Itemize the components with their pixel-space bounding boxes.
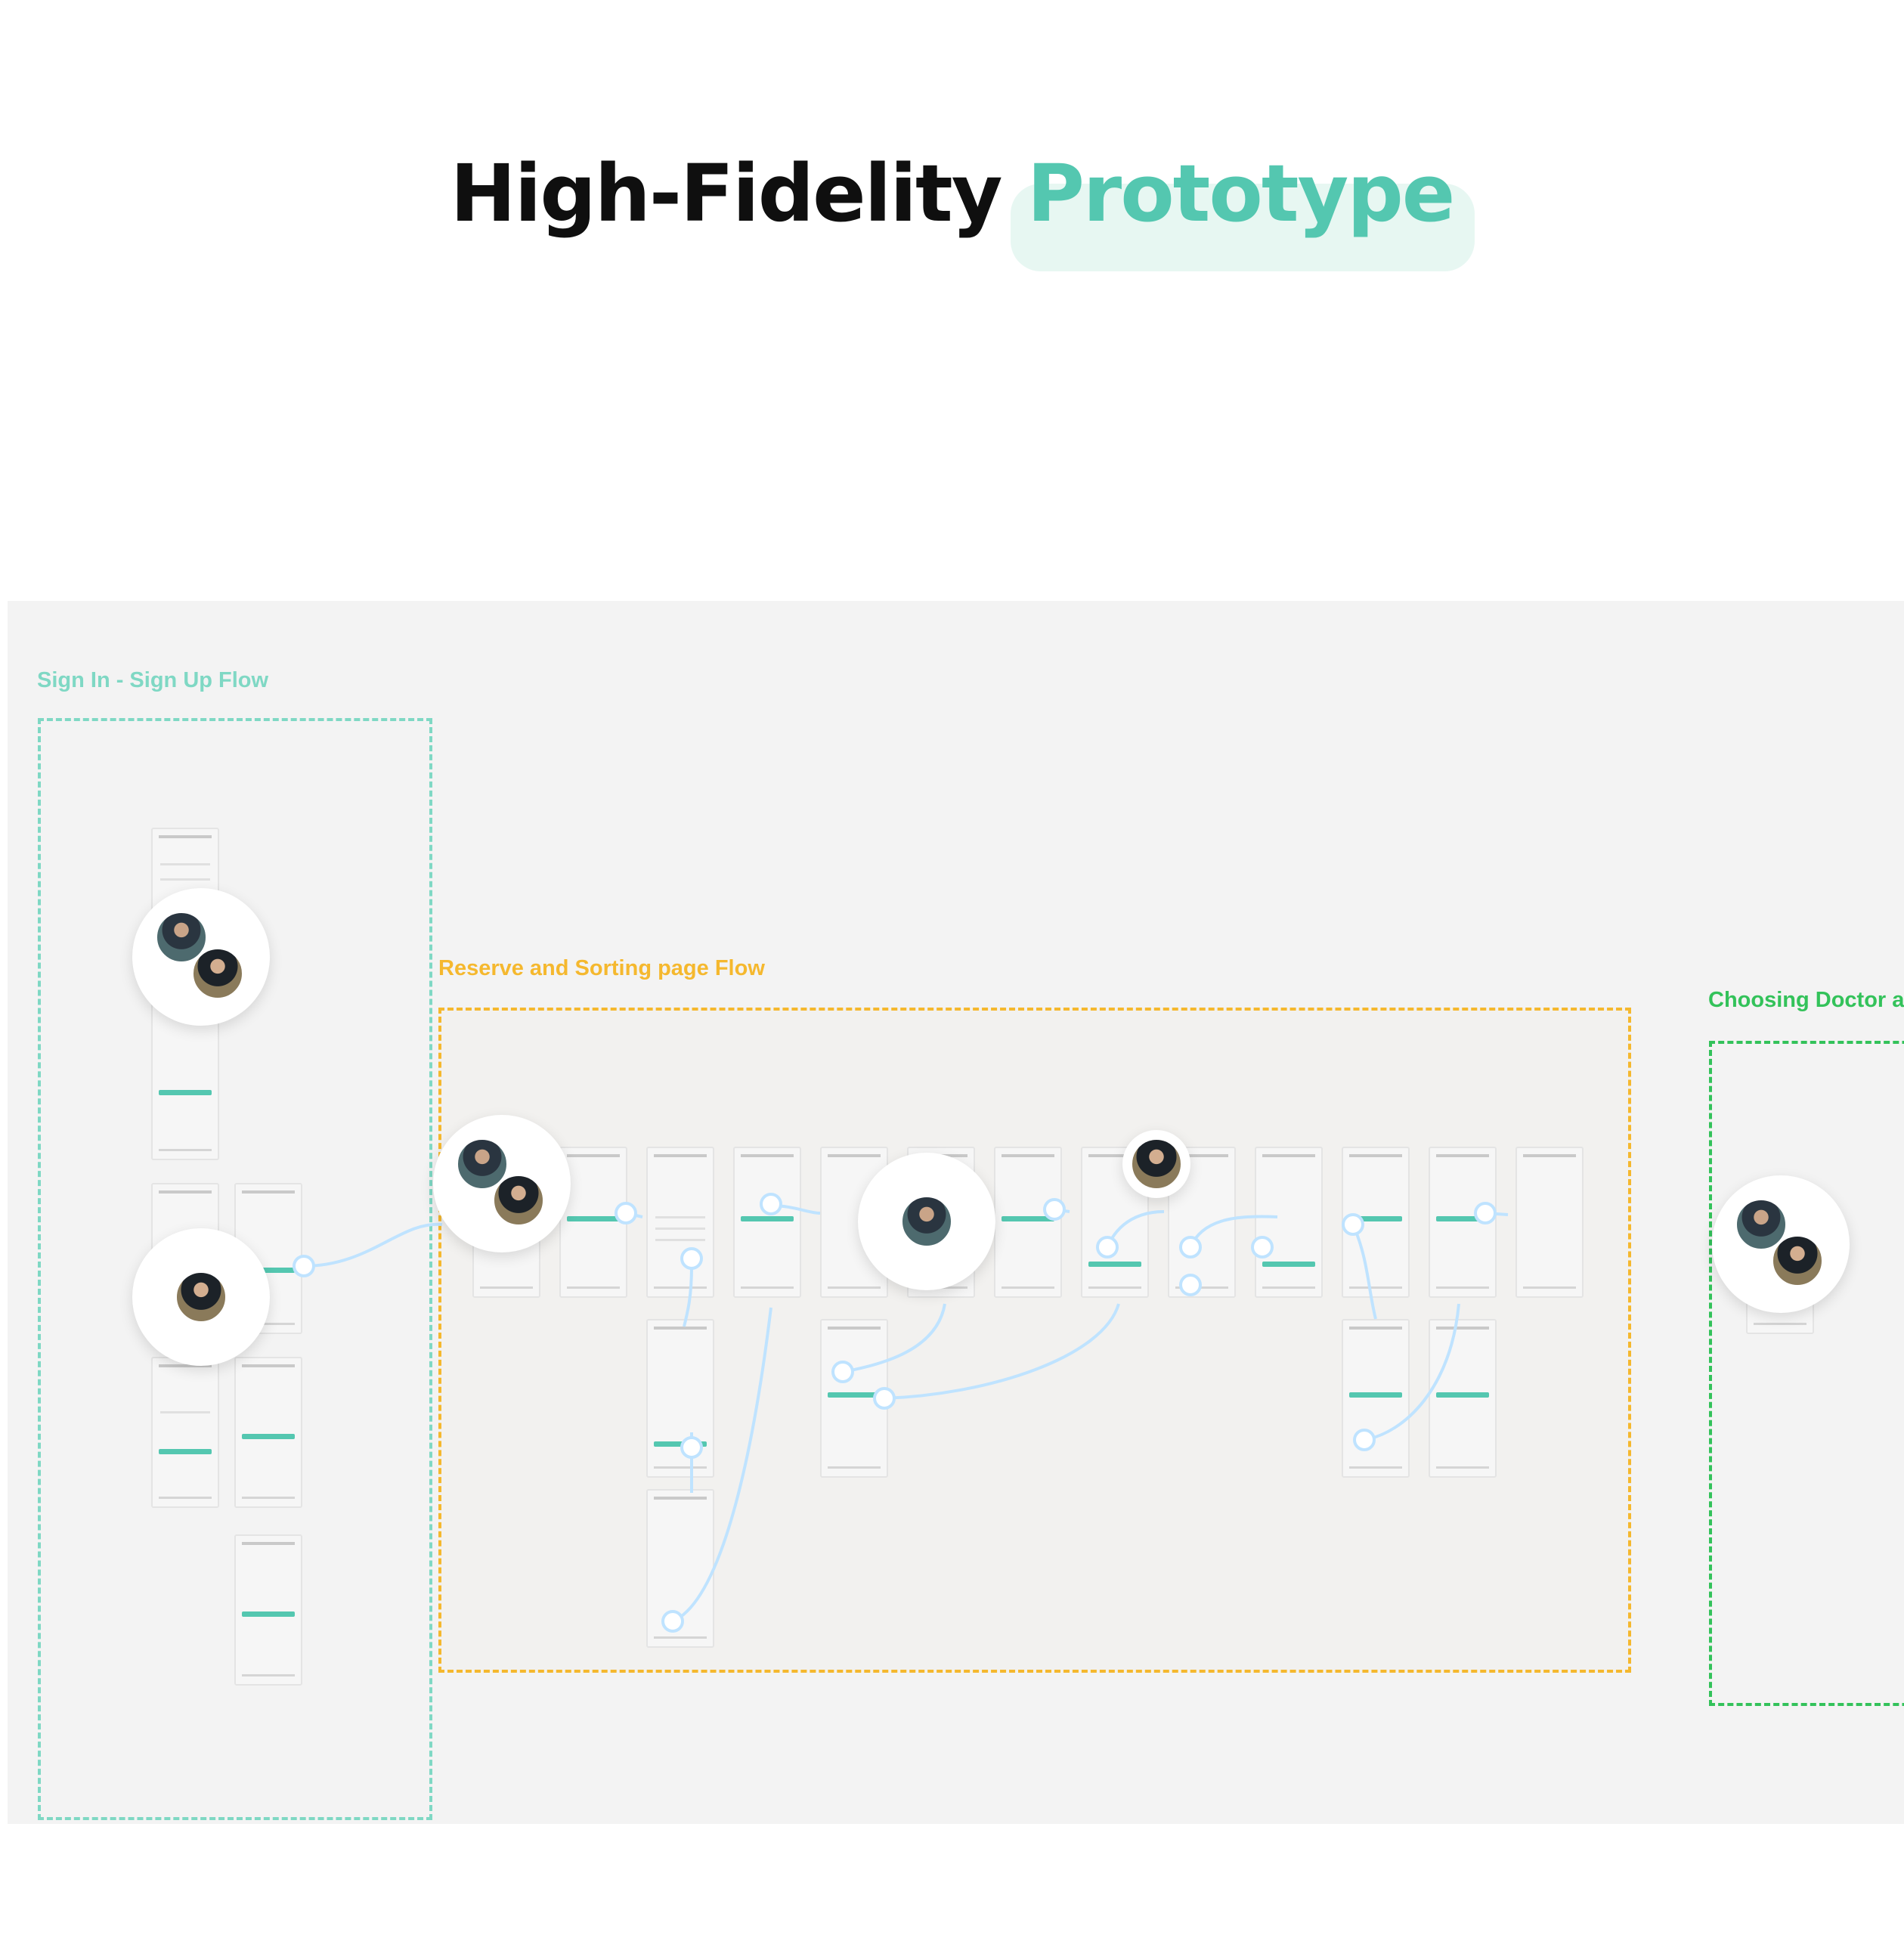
- screen-signin-5[interactable]: [234, 1357, 302, 1508]
- signin-flow-label: Sign In - Sign Up Flow: [37, 668, 269, 692]
- link-11: [1351, 1224, 1377, 1320]
- user-avatar-icon: [492, 1174, 545, 1227]
- link-7: [884, 1303, 1120, 1400]
- user-avatar-icon: [175, 1271, 228, 1324]
- screen-reserve-3[interactable]: [646, 1147, 714, 1298]
- page-title: High-Fidelity Prototype: [0, 147, 1904, 240]
- user-avatar-icon: [900, 1195, 953, 1248]
- connector-node-icon: [615, 1202, 637, 1224]
- prototype-canvas[interactable]: Sign In - Sign Up Flow Reserve and Sorti…: [8, 601, 1904, 1824]
- doctor-flow-label: Choosing Doctor a: [1708, 988, 1904, 1012]
- screen-reserve-14[interactable]: [646, 1319, 714, 1478]
- screen-reserve-18[interactable]: [1429, 1319, 1497, 1478]
- connector-node-icon: [680, 1436, 703, 1459]
- connector-node-icon: [1353, 1429, 1376, 1451]
- link-4: [672, 1307, 772, 1623]
- doctor-flow-frame: [1709, 1041, 1904, 1706]
- user-avatar-icon: [191, 947, 244, 1000]
- connector-node-icon: [831, 1361, 854, 1383]
- collaborators-bubble-6[interactable]: [1712, 1175, 1850, 1313]
- connector-node-icon: [1043, 1198, 1066, 1221]
- connector-node-icon: [873, 1387, 896, 1410]
- screen-reserve-13[interactable]: [1515, 1147, 1584, 1298]
- connector-node-icon: [760, 1193, 782, 1215]
- screen-reserve-12[interactable]: [1429, 1147, 1497, 1298]
- collaborators-bubble-1[interactable]: [132, 888, 270, 1026]
- user-avatar-icon: [1771, 1234, 1824, 1287]
- collaborators-bubble-5[interactable]: [1122, 1130, 1190, 1198]
- reserve-flow-label: Reserve and Sorting page Flow: [438, 956, 765, 980]
- screen-signin-4[interactable]: [151, 1357, 219, 1508]
- screen-reserve-2[interactable]: [559, 1147, 627, 1298]
- screen-reserve-8[interactable]: [1081, 1147, 1149, 1298]
- signin-flow-frame: [38, 718, 432, 1820]
- connector-node-icon: [293, 1255, 315, 1277]
- connector-node-icon: [1251, 1236, 1274, 1259]
- collaborators-bubble-3[interactable]: [433, 1115, 571, 1252]
- collaborators-bubble-4[interactable]: [858, 1153, 995, 1290]
- screen-reserve-11[interactable]: [1342, 1147, 1410, 1298]
- link-signin-reserve: [303, 1222, 443, 1268]
- title-highlight: Prototype: [1026, 147, 1456, 240]
- screen-reserve-17[interactable]: [1342, 1319, 1410, 1478]
- connector-node-icon: [1096, 1236, 1119, 1259]
- connector-node-icon: [1342, 1213, 1364, 1236]
- collaborators-bubble-2[interactable]: [132, 1228, 270, 1366]
- prototype-links: [293, 1193, 1509, 1633]
- connector-node-icon: [1179, 1274, 1202, 1296]
- link-2: [683, 1265, 693, 1327]
- screen-reserve-10[interactable]: [1255, 1147, 1323, 1298]
- link-12: [1364, 1303, 1460, 1441]
- screen-reserve-7[interactable]: [994, 1147, 1062, 1298]
- title-part-1: High-Fidelity: [450, 147, 1003, 240]
- connector-node-icon: [680, 1247, 703, 1270]
- screen-reserve-4[interactable]: [733, 1147, 801, 1298]
- connector-node-icon: [661, 1610, 684, 1633]
- title-part-2: Prototype: [1026, 147, 1456, 240]
- connector-node-icon: [1179, 1236, 1202, 1259]
- link-6: [842, 1303, 946, 1373]
- screen-signin-6[interactable]: [234, 1534, 302, 1686]
- connector-node-icon: [1474, 1202, 1497, 1224]
- user-avatar-icon: [1130, 1138, 1183, 1190]
